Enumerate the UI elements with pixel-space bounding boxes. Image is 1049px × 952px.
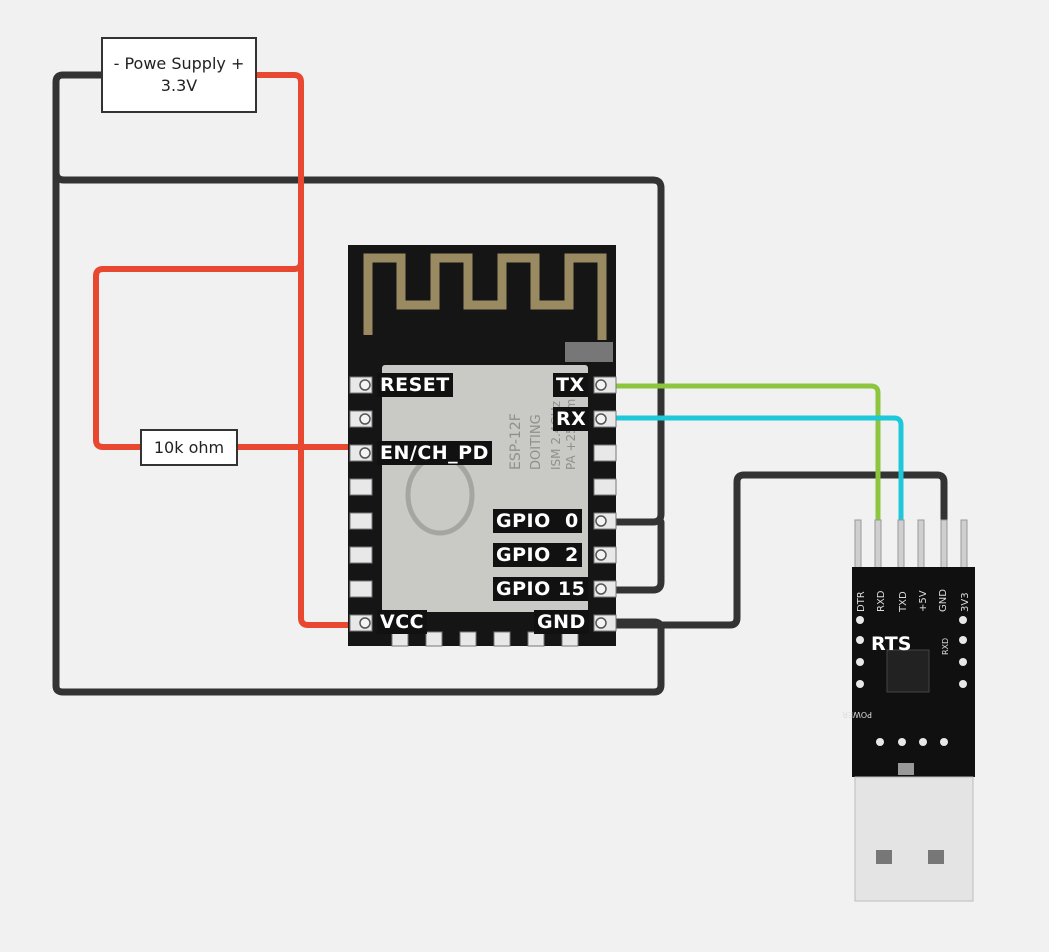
resistor-box: 10k ohm	[140, 429, 238, 466]
power-supply-voltage: 3.3V	[160, 76, 198, 95]
pad	[349, 512, 373, 530]
pin-label-gpio0: GPIO 0	[493, 509, 582, 533]
board-hole	[876, 738, 884, 746]
header-pin	[960, 519, 968, 569]
wire-tx	[613, 383, 881, 523]
header-pins	[854, 519, 968, 569]
usb-plug-slot	[928, 850, 944, 864]
power-supply-box: - Powe Supply + 3.3V	[101, 37, 257, 113]
shield-text-model: ESP-12F	[508, 413, 524, 470]
pin-label-vcc: VCC	[377, 610, 428, 634]
usb-board-holes	[856, 616, 967, 746]
usb-plug-slot	[898, 763, 914, 775]
wire-gpio15-gnd	[612, 518, 665, 594]
board-hole	[940, 738, 948, 746]
pin-hole	[359, 379, 371, 391]
wire-rx	[613, 415, 904, 523]
header-label-dtr: DTR	[856, 591, 867, 612]
pad	[391, 631, 409, 647]
header-label-5v: +5V	[918, 590, 929, 612]
pin-label-gpio15: GPIO 15	[493, 577, 589, 601]
pin-hole	[359, 447, 371, 459]
board-hole	[959, 616, 967, 624]
board-hole	[856, 658, 864, 666]
pin-label-reset: RESET	[377, 373, 453, 397]
header-label-gnd: GND	[938, 589, 949, 612]
usb-plug-slot	[876, 850, 892, 864]
board-hole	[959, 658, 967, 666]
pin-label-gnd: GND	[534, 610, 589, 634]
board-hole	[856, 636, 864, 644]
pin-hole	[595, 583, 607, 595]
pad	[493, 631, 511, 647]
pin-label-en: EN/CH_PD	[377, 441, 492, 465]
wire-pullup	[93, 259, 304, 450]
pad	[527, 631, 545, 647]
pin-hole	[595, 413, 607, 425]
header-pin	[854, 519, 862, 569]
pin-label-rx: RX	[553, 407, 590, 431]
pin-hole	[595, 515, 607, 527]
power-label: POWER	[842, 710, 872, 719]
header-pin	[917, 519, 925, 569]
pin-hole	[595, 379, 607, 391]
board-hole	[856, 680, 864, 688]
header-pin	[940, 519, 948, 569]
usb-header-labels: DTR RXD TXD +5V GND 3V3 POWER RXD	[842, 589, 971, 719]
wire-vcc	[253, 72, 353, 628]
pad	[593, 478, 617, 496]
board-hole	[959, 636, 967, 644]
pin-hole	[359, 413, 371, 425]
pad	[349, 546, 373, 564]
resistor-label: 10k ohm	[153, 437, 225, 457]
pad	[425, 631, 443, 647]
pad	[349, 478, 373, 496]
pin-label-gpio2: GPIO 2	[493, 543, 582, 567]
pin-hole	[359, 617, 371, 629]
header-label-txd: TXD	[898, 591, 909, 613]
header-label-3v3: 3V3	[960, 592, 971, 612]
pad	[349, 580, 373, 598]
board-hole	[919, 738, 927, 746]
board-hole	[856, 616, 864, 624]
pin-hole	[595, 549, 607, 561]
usb-ttl-adapter: DTR RXD TXD +5V GND 3V3 POWER RXD RTS	[842, 519, 975, 902]
pad	[561, 631, 579, 647]
pad	[459, 631, 477, 647]
antenna-component	[565, 342, 613, 362]
board-hole	[898, 738, 906, 746]
pin-holes	[359, 379, 607, 629]
rts-label: RTS	[871, 633, 911, 655]
wires	[52, 71, 948, 696]
header-label-rxd: RXD	[876, 590, 887, 612]
power-supply-label: - Powe Supply +	[113, 54, 245, 73]
shield-text-brand: DOITING	[529, 414, 544, 470]
pin-hole	[595, 617, 607, 629]
antenna-trace	[363, 253, 607, 340]
usb-plug	[854, 776, 974, 902]
rxd-board-label: RXD	[941, 638, 950, 655]
board-hole	[959, 680, 967, 688]
pad	[593, 444, 617, 462]
header-pin	[874, 519, 882, 569]
usb-chip	[886, 649, 930, 693]
bottom-pads	[391, 631, 579, 647]
wire-gnd-usb	[612, 471, 948, 629]
header-pin	[897, 519, 905, 569]
pin-label-tx: TX	[553, 373, 588, 397]
